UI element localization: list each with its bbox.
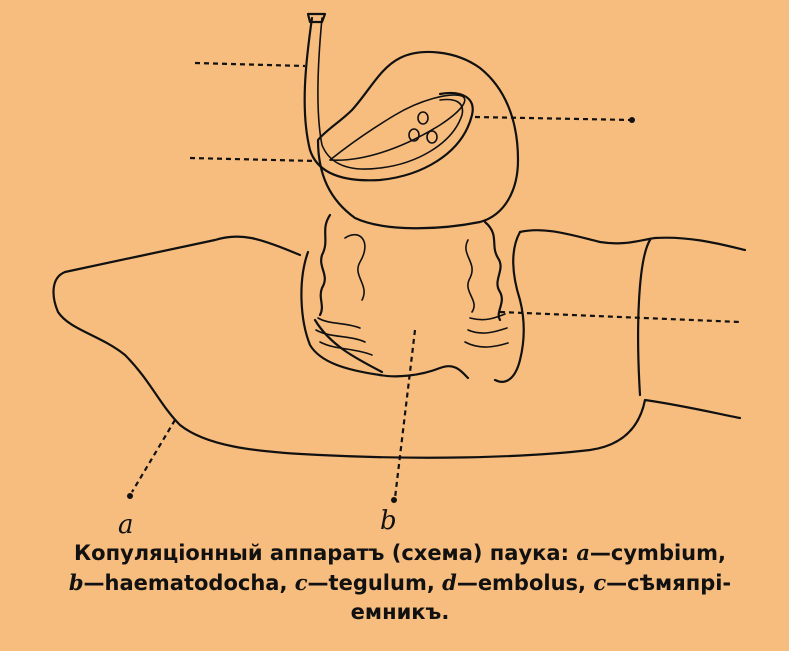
cymbium-outline <box>52 235 742 459</box>
body-segment-left-edge <box>493 230 525 383</box>
caption-item-c-letter: c <box>294 570 308 595</box>
caption-tail: емникъ. <box>350 600 450 624</box>
haematodocha-left <box>318 213 332 317</box>
caption-item-d-term: —embolus, <box>456 571 587 595</box>
embolus-outer <box>303 16 474 182</box>
figure-caption: Копуляціонный аппаратъ (схема) паука: a—… <box>30 538 770 627</box>
haematodocha-left-base <box>313 318 384 374</box>
caption-item-b-letter: b <box>68 570 84 595</box>
caption-item-b-term: —haematodocha, <box>83 571 288 595</box>
leader-line-right-lower <box>499 310 741 324</box>
haematodocha-ridges-left <box>315 317 373 356</box>
leader-line-top-left <box>194 61 306 68</box>
leader-end-right-upper <box>629 117 635 123</box>
haematodocha-fold-2 <box>465 239 475 313</box>
receptacle-dot-1 <box>417 111 429 125</box>
embolus-tip <box>306 12 327 24</box>
caption-line-3: емникъ. <box>30 598 770 627</box>
haematodocha-right <box>483 220 503 322</box>
embolus-inner <box>317 17 464 170</box>
cymbium-cup <box>300 250 382 377</box>
haematodocha-bottom <box>378 365 470 380</box>
leader-end-a <box>127 493 133 499</box>
seminal-receptacle <box>329 94 466 161</box>
caption-line-1: Копуляціонный аппаратъ (схема) паука: a—… <box>30 538 770 568</box>
haematodocha-ridges-right <box>464 313 509 348</box>
caption-item-a-term: —cymbium, <box>589 541 726 565</box>
leader-line-right-upper <box>474 115 633 122</box>
leader-line-a <box>131 419 176 493</box>
leader-line-mid-left <box>189 156 317 163</box>
label-a: a <box>118 510 134 540</box>
caption-item-e-term: —сѣмяпрі- <box>606 571 732 595</box>
receptacle-dot-2 <box>408 128 420 142</box>
caption-item-c-term: —tegulum, <box>307 571 435 595</box>
caption-item-a-letter: a <box>576 540 590 565</box>
tegulum-outline <box>316 50 520 230</box>
leader-end-b <box>391 497 397 503</box>
body-segment-divider <box>637 238 652 397</box>
haematodocha-fold-1 <box>344 233 366 301</box>
receptacle-dot-3 <box>426 130 438 144</box>
leader-line-b <box>393 329 417 499</box>
caption-line-2: b—haematodocha, c—tegulum, d—embolus, c—… <box>30 568 770 598</box>
body-segment-upper <box>518 229 747 252</box>
caption-title: Копуляціонный аппаратъ (схема) паука: <box>74 541 569 565</box>
label-b: b <box>380 506 397 536</box>
caption-item-d-letter: d <box>442 570 457 595</box>
caption-item-e-letter: c <box>593 570 607 595</box>
